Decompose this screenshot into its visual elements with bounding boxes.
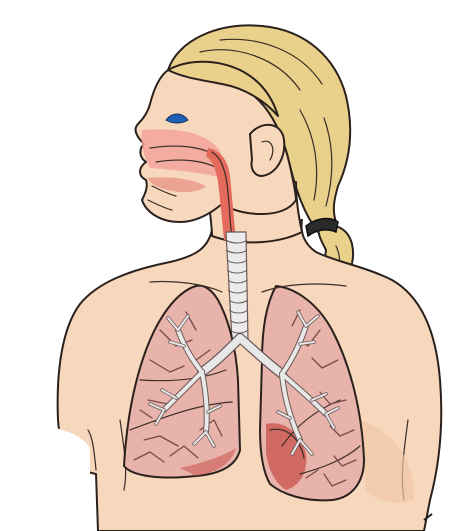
respiratory-system-illustration <box>0 0 474 531</box>
